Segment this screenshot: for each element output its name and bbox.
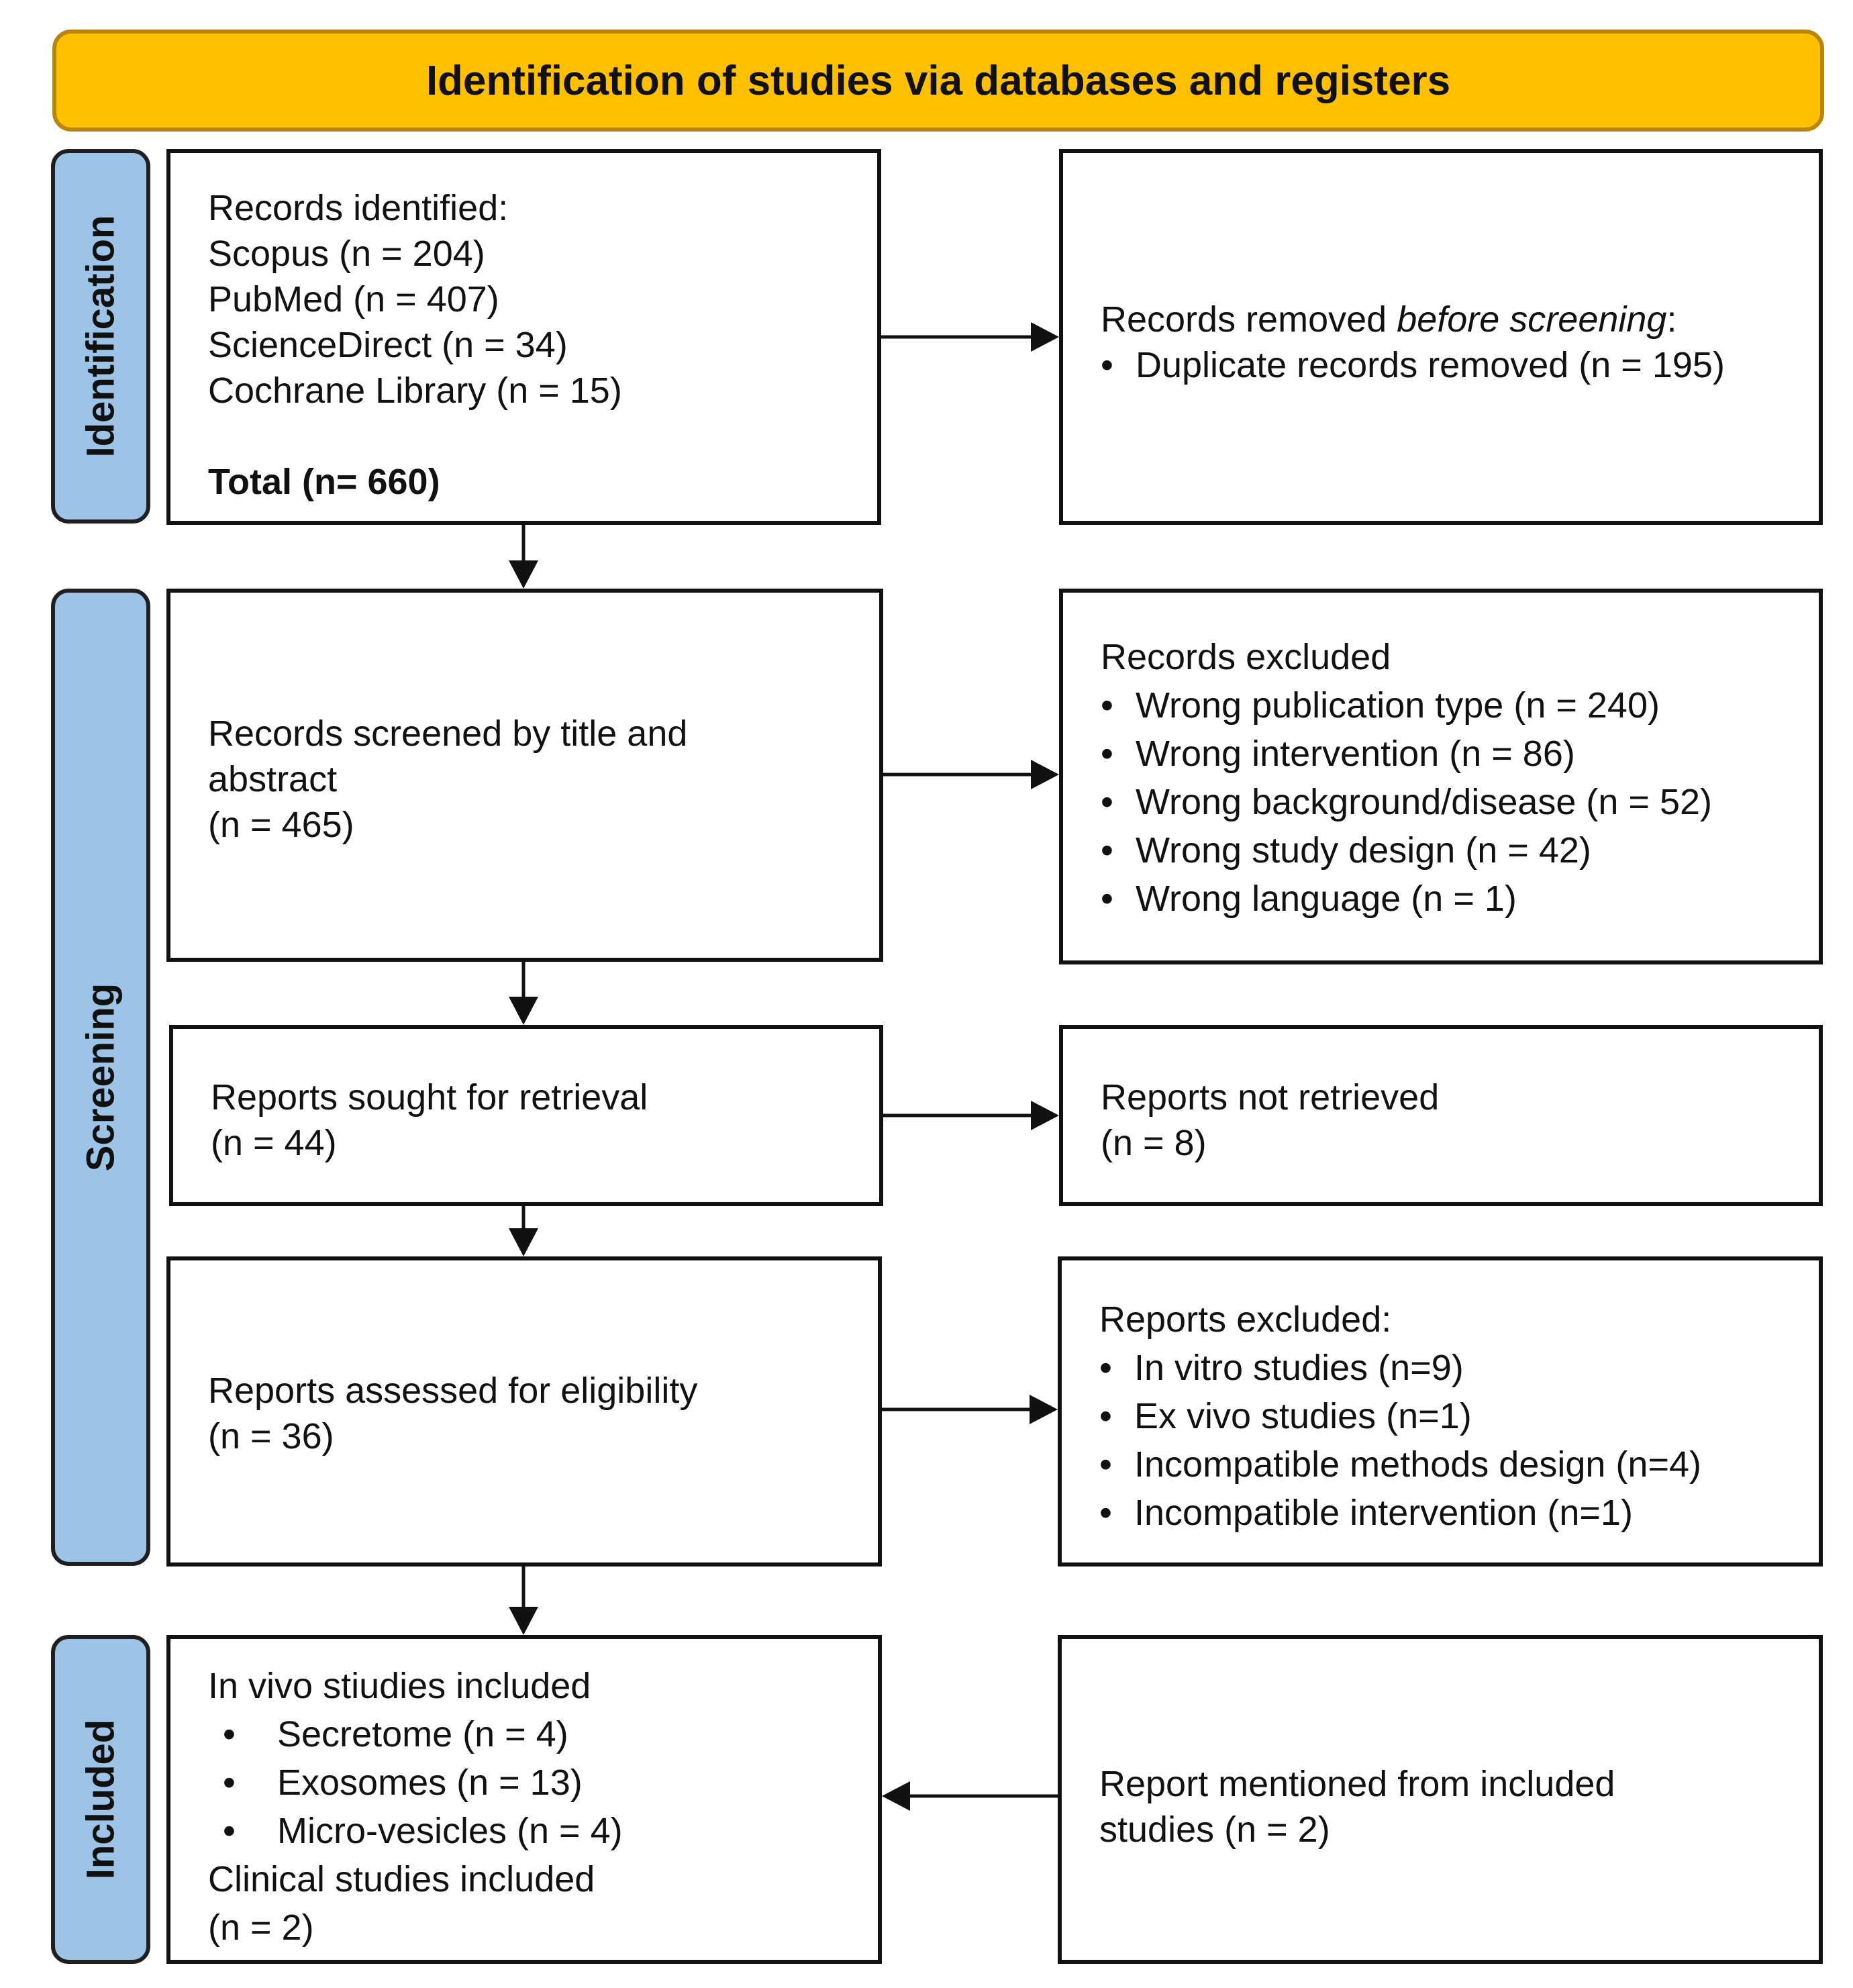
reports-excluded-item: In vitro studies (n=9)	[1099, 1344, 1819, 1392]
assessed-count: (n = 36)	[208, 1416, 334, 1456]
screened-line-1: Records screened by title and	[208, 713, 688, 754]
arrowhead	[509, 1607, 538, 1635]
excluded-item: Wrong publication type (n = 240)	[1101, 681, 1819, 730]
excluded-item: Wrong study design (n = 42)	[1101, 826, 1819, 875]
arrowhead	[509, 1228, 538, 1256]
reports-excluded-item: Incompatible intervention (n=1)	[1099, 1489, 1819, 1537]
sought-line-1: Reports sought for retrieval	[211, 1077, 648, 1117]
source-pubmed: PubMed (n = 407)	[208, 279, 499, 319]
assessed-line-1: Reports assessed for eligibility	[208, 1371, 698, 1411]
removed-heading-emphasis: before screening	[1397, 299, 1667, 340]
reports-excluded-item: Ex vivo studies (n=1)	[1099, 1392, 1819, 1440]
reports-excluded-box: Reports excluded: In vitro studies (n=9)…	[1058, 1256, 1823, 1567]
arrowhead	[1031, 1101, 1059, 1130]
records-excluded-heading: Records excluded	[1101, 637, 1391, 677]
reports-assessed-box: Reports assessed for eligibility (n = 36…	[166, 1256, 882, 1567]
in-vivo-heading: In vivo stiudies included	[208, 1666, 591, 1706]
screened-count: (n = 465)	[208, 805, 354, 845]
mentioned-line-2: studies (n = 2)	[1099, 1809, 1330, 1850]
excluded-item: Wrong intervention (n = 86)	[1101, 730, 1819, 778]
source-cochrane: Cochrane Library (n = 15)	[208, 370, 622, 411]
records-removed-heading: Records removed before screening:	[1101, 297, 1819, 342]
records-removed-box: Records removed before screening: Duplic…	[1059, 149, 1823, 525]
records-identified-box: Records identified: Scopus (n = 204) Pub…	[166, 149, 881, 525]
excluded-item: Wrong language (n = 1)	[1101, 875, 1819, 923]
mentioned-line-1: Report mentioned from included	[1099, 1764, 1615, 1804]
records-screened-box: Records screened by title and abstract (…	[166, 589, 883, 962]
sought-count: (n = 44)	[211, 1123, 337, 1163]
reports-excluded-heading: Reports excluded:	[1099, 1299, 1392, 1340]
records-identified-heading: Records identified:	[208, 188, 509, 228]
phase-included: Included	[51, 1635, 150, 1964]
phase-screening: Screening	[51, 589, 150, 1566]
arrowhead	[1030, 1395, 1058, 1424]
excluded-item: Wrong background/disease (n = 52)	[1101, 778, 1819, 826]
screened-line-2: abstract	[208, 759, 338, 799]
arrowhead	[1031, 322, 1059, 352]
clinical-count: (n = 2)	[208, 1907, 314, 1948]
phase-identification: Identification	[51, 149, 150, 524]
header-title: Identification of studies via databases …	[425, 57, 1451, 104]
header-banner: Identification of studies via databases …	[52, 30, 1824, 132]
records-excluded-box: Records excluded Wrong publication type …	[1059, 589, 1823, 964]
studies-included-box: In vivo stiudies included Secretome (n =…	[166, 1635, 882, 1964]
arrowhead	[509, 560, 538, 589]
source-scopus: Scopus (n = 204)	[208, 234, 485, 274]
included-item: Exosomes (n = 13)	[208, 1758, 878, 1807]
arrowhead	[1031, 760, 1059, 789]
arrowhead	[882, 1781, 910, 1811]
source-sciencedirect: ScienceDirect (n = 34)	[208, 325, 568, 365]
removed-heading-pre: Records removed	[1101, 299, 1397, 340]
not-retrieved-count: (n = 8)	[1101, 1123, 1207, 1163]
clinical-heading: Clinical studies included	[208, 1859, 595, 1899]
arrowhead	[509, 997, 538, 1025]
reports-excluded-item: Incompatible methods design (n=4)	[1099, 1440, 1819, 1489]
records-total: Total (n= 660)	[208, 462, 440, 502]
not-retrieved-line-1: Reports not retrieved	[1101, 1077, 1440, 1117]
reports-not-retrieved-box: Reports not retrieved (n = 8)	[1059, 1025, 1823, 1206]
reports-sought-box: Reports sought for retrieval (n = 44)	[169, 1025, 883, 1206]
included-item: Secretome (n = 4)	[208, 1710, 878, 1758]
duplicates-removed-item: Duplicate records removed (n = 195)	[1101, 342, 1819, 388]
reports-mentioned-box: Report mentioned from included studies (…	[1058, 1635, 1823, 1964]
included-item: Micro-vesicles (n = 4)	[208, 1807, 878, 1855]
removed-heading-post: :	[1666, 299, 1677, 340]
